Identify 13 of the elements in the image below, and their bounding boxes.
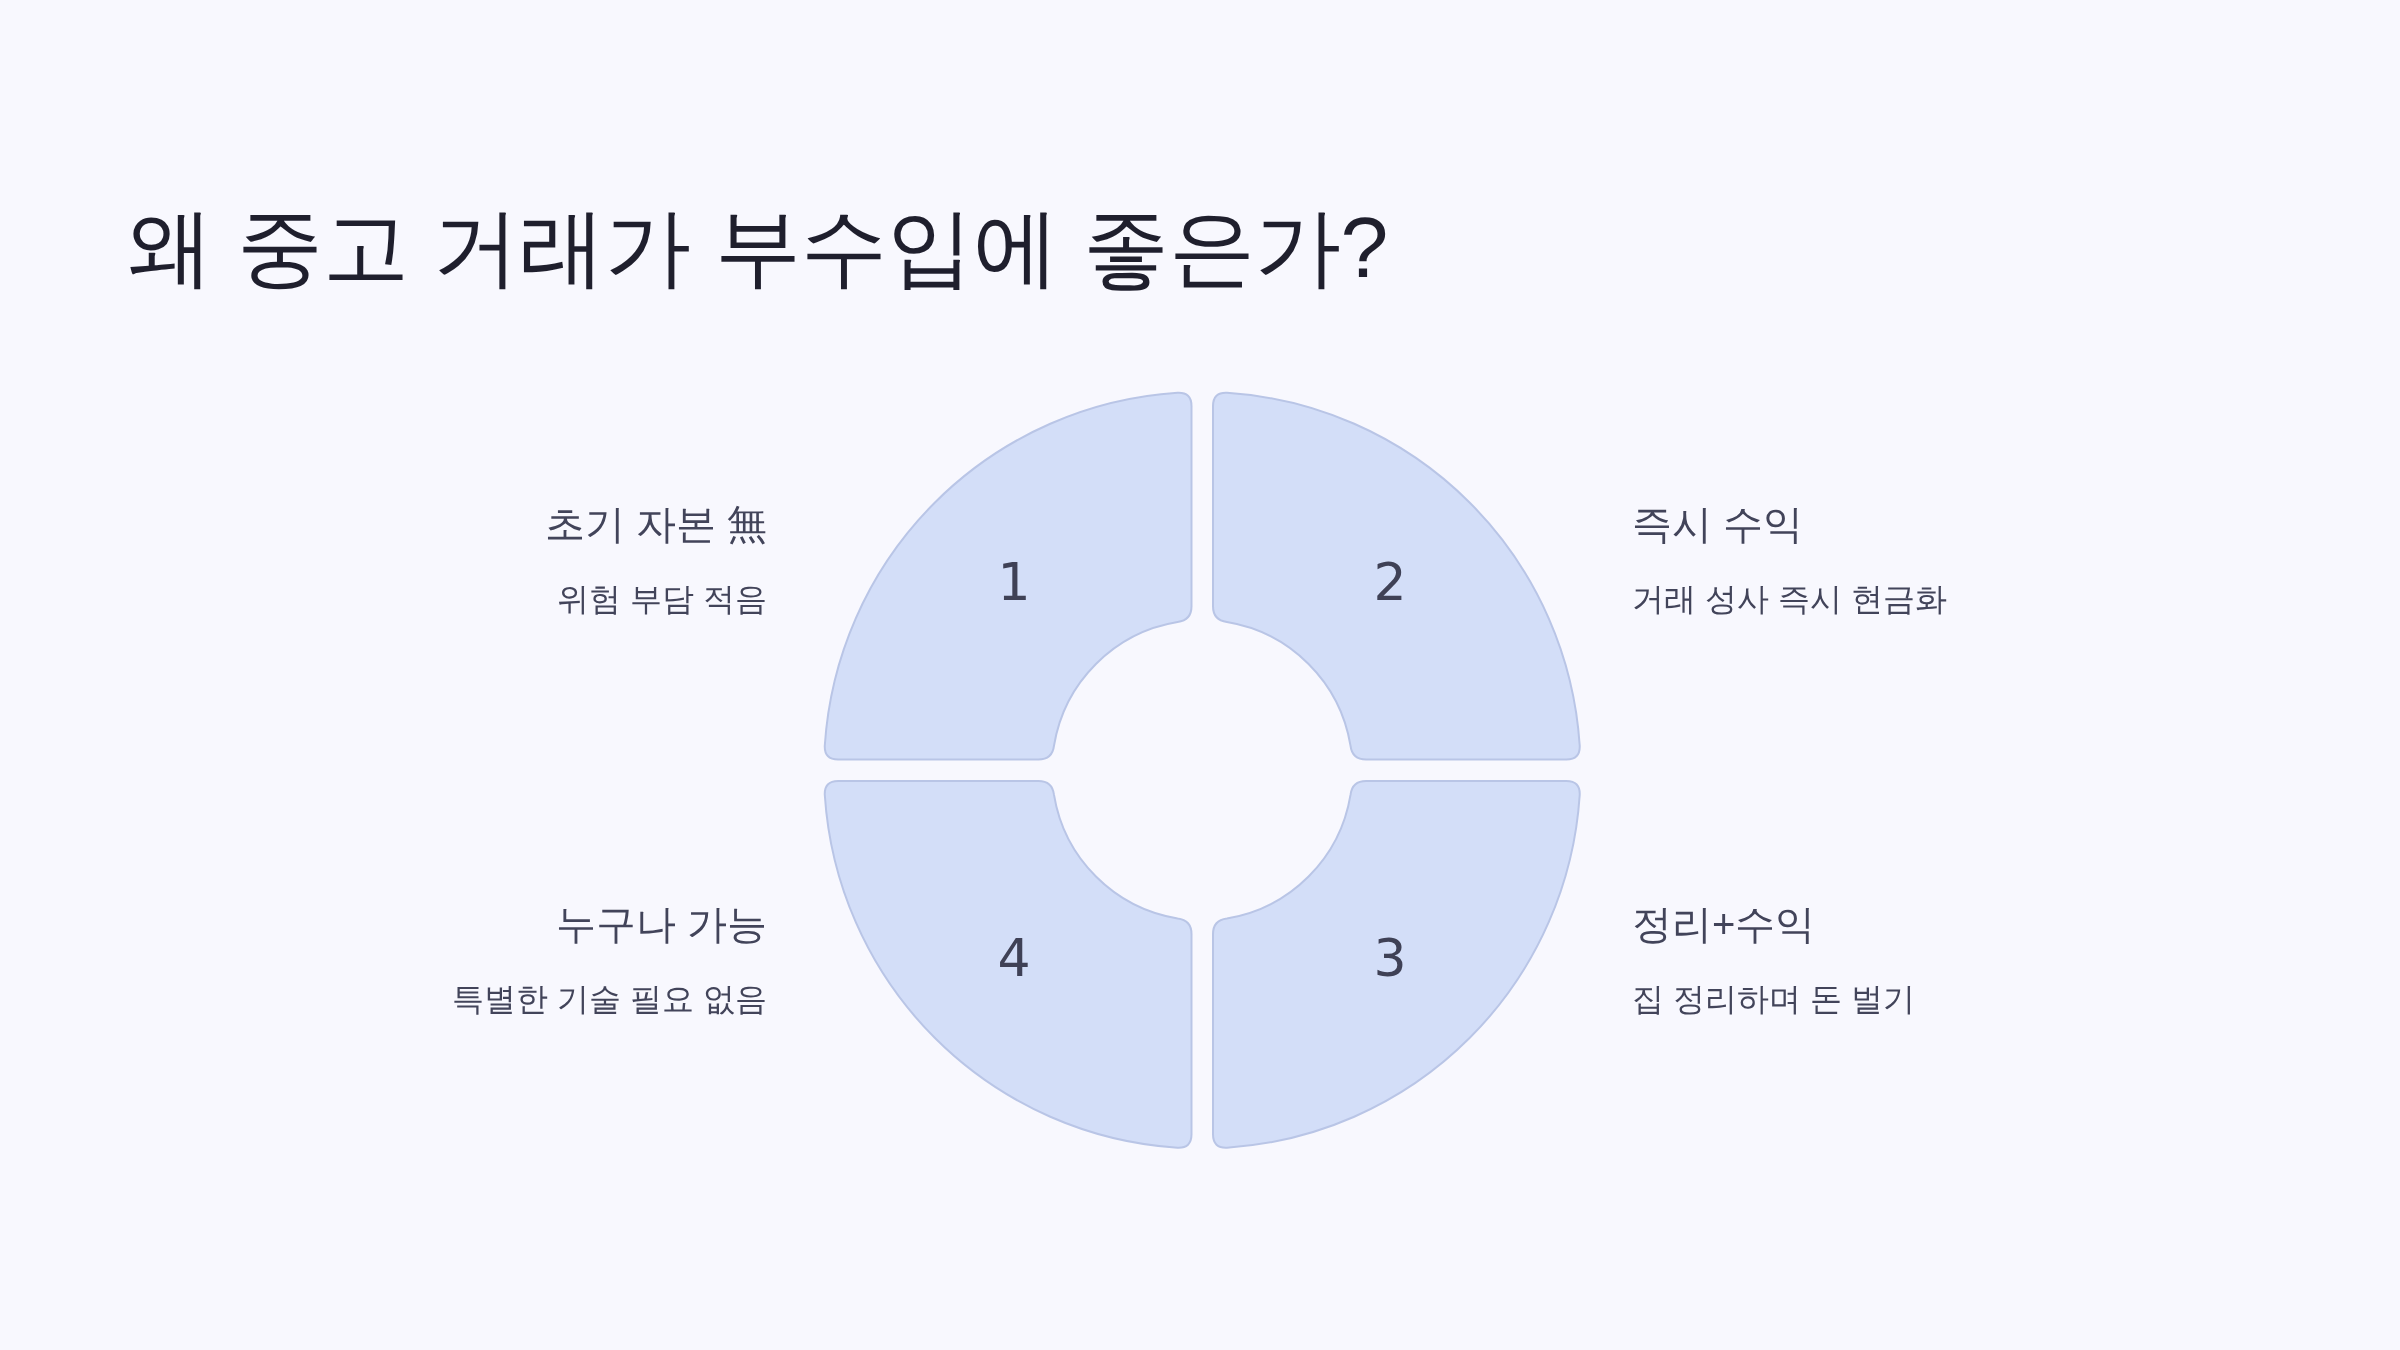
segment-number: 1	[997, 556, 1031, 608]
point-description: 특별한 기술 필요 없음	[452, 980, 767, 1019]
segment-number: 4	[997, 932, 1031, 984]
point-heading: 정리+수익	[1632, 901, 1816, 948]
point-heading: 초기 자본 無	[544, 501, 767, 548]
point-description: 거래 성사 즉시 현금화	[1632, 580, 1947, 619]
slide-title: 왜 중고 거래가 부수입에 좋은가?	[127, 198, 1389, 297]
segment-number: 3	[1373, 932, 1407, 984]
point-heading: 누구나 가능	[555, 901, 767, 948]
point-description: 위험 부담 적음	[557, 580, 767, 619]
segment-number: 2	[1373, 556, 1407, 608]
point-description: 집 정리하며 돈 벌기	[1632, 980, 1915, 1019]
point-heading: 즉시 수익	[1632, 501, 1804, 548]
